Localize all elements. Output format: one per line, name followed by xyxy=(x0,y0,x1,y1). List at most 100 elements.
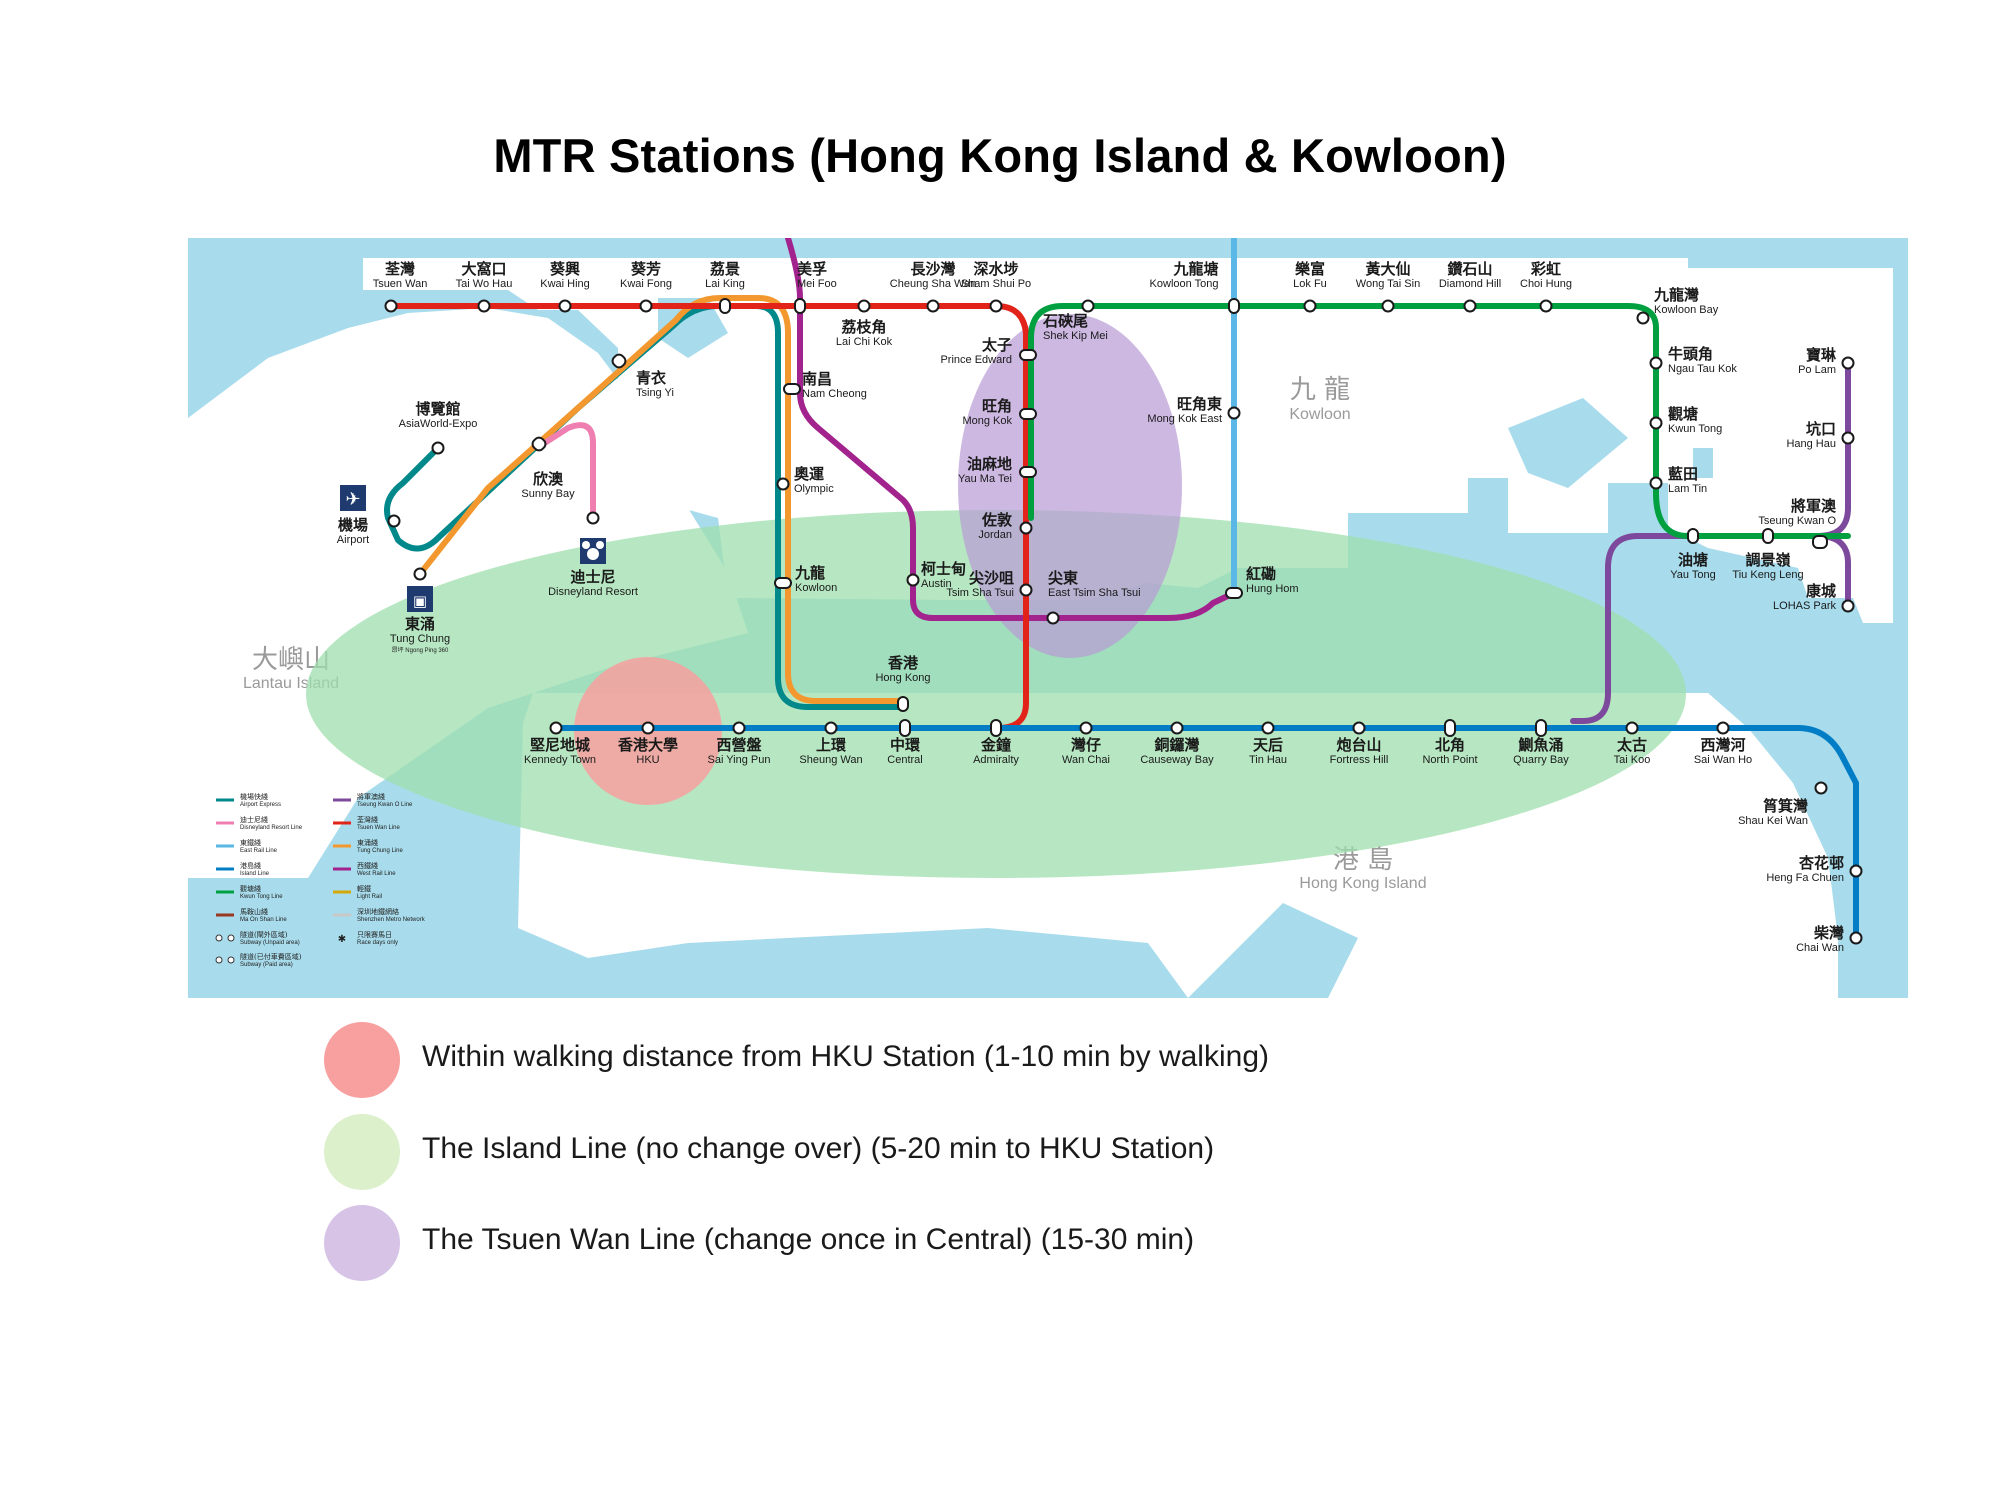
label-choi-hung-en: Choi Hung xyxy=(1520,278,1572,290)
label-lam-tin-en: Lam Tin xyxy=(1668,483,1707,495)
label-central-cn: 中環 xyxy=(890,736,921,754)
station-ngau-tau-kok[interactable] xyxy=(1649,356,1663,370)
station-cheung-sha-wan[interactable] xyxy=(926,299,940,313)
station-kowloon[interactable] xyxy=(774,577,792,589)
label-tsim-sha-tsui-en: Tsim Sha Tsui xyxy=(946,587,1014,599)
label-mei-foo-en: Mei Foo xyxy=(797,278,837,290)
station-tiu-keng-leng[interactable] xyxy=(1762,528,1774,544)
station-hong-kong[interactable] xyxy=(897,696,909,712)
station-admiralty[interactable] xyxy=(990,719,1002,737)
legend-text-hku-walking: Within walking distance from HKU Station… xyxy=(422,1040,1269,1073)
station-tsing-yi[interactable] xyxy=(611,353,628,370)
label-tin-hau-cn: 天后 xyxy=(1253,736,1283,754)
label-wong-tai-sin-cn: 黃大仙 xyxy=(1365,260,1410,278)
station-asiaworld-expo[interactable] xyxy=(431,441,445,455)
label-airport-en: Airport xyxy=(337,534,369,546)
label-sham-shui-po-en: Sham Shui Po xyxy=(961,278,1031,290)
station-tung-chung[interactable] xyxy=(413,567,427,581)
station-kowloon-tong[interactable] xyxy=(1228,298,1240,314)
station-kowloon-bay[interactable] xyxy=(1636,311,1650,325)
station-mong-kok[interactable] xyxy=(1019,408,1037,420)
label-shau-kei-wan-cn: 筲箕灣 xyxy=(1763,797,1808,815)
station-disneyland-resort[interactable] xyxy=(586,511,600,525)
station-east-tsim-sha-tsui[interactable] xyxy=(1046,611,1060,625)
label-north-point-cn: 北角 xyxy=(1435,736,1465,754)
station-north-point[interactable] xyxy=(1444,719,1456,737)
station-tsim-sha-tsui[interactable] xyxy=(1019,583,1033,597)
key-island-cn: 港島綫 xyxy=(240,861,261,870)
station-kwai-hing[interactable] xyxy=(558,299,572,313)
label-sham-shui-po-cn: 深水埗 xyxy=(973,260,1018,278)
station-tai-koo[interactable] xyxy=(1625,721,1639,735)
station-sai-wan-ho[interactable] xyxy=(1716,721,1730,735)
station-quarry-bay[interactable] xyxy=(1535,719,1547,737)
station-sham-shui-po[interactable] xyxy=(989,299,1003,313)
station-airport[interactable] xyxy=(387,514,401,528)
station-yau-tong[interactable] xyxy=(1687,528,1699,544)
station-chai-wan[interactable] xyxy=(1849,931,1863,945)
station-olympic[interactable] xyxy=(776,477,790,491)
legend-swatch-purple xyxy=(324,1205,400,1281)
station-lohas-park[interactable] xyxy=(1841,599,1855,613)
label-tsuen-wan-cn: 荃灣 xyxy=(385,260,415,278)
station-sunny-bay[interactable] xyxy=(531,436,548,453)
station-mei-foo[interactable] xyxy=(794,298,806,314)
station-causeway-bay[interactable] xyxy=(1170,721,1184,735)
station-nam-cheong[interactable] xyxy=(783,383,801,395)
label-kwun-tong-cn: 觀塘 xyxy=(1668,405,1698,423)
station-lai-king[interactable] xyxy=(719,298,731,314)
station-sheung-wan[interactable] xyxy=(824,721,838,735)
station-sai-ying-pun[interactable] xyxy=(732,721,746,735)
station-tseung-kwan-o[interactable] xyxy=(1812,535,1828,549)
label-hang-hau-en: Hang Hau xyxy=(1786,438,1836,450)
station-tai-wo-hau[interactable] xyxy=(477,299,491,313)
station-choi-hung[interactable] xyxy=(1539,299,1553,313)
station-kennedy-town[interactable] xyxy=(549,721,563,735)
station-central[interactable] xyxy=(899,719,911,737)
key-airport-express-cn: 機場快綫 xyxy=(240,792,268,801)
station-hang-hau[interactable] xyxy=(1841,431,1855,445)
label-wong-tai-sin-en: Wong Tai Sin xyxy=(1356,278,1420,290)
station-mong-kok-east[interactable] xyxy=(1227,406,1241,420)
station-shau-kei-wan[interactable] xyxy=(1814,781,1828,795)
label-kowloon-bay-en: Kowloon Bay xyxy=(1654,304,1719,316)
station-lam-tin[interactable] xyxy=(1649,476,1663,490)
disney-icon xyxy=(580,538,606,564)
station-austin[interactable] xyxy=(906,573,920,587)
legend-item-hku-walking: Within walking distance from HKU Station… xyxy=(324,1022,1524,1098)
station-yau-ma-tei[interactable] xyxy=(1019,466,1037,478)
station-prince-edward[interactable] xyxy=(1019,349,1037,361)
legend-text-tsuen-wan-line: The Tsuen Wan Line (change once in Centr… xyxy=(422,1223,1195,1256)
station-diamond-hill[interactable] xyxy=(1463,299,1477,313)
tsuen-wan-line-zone xyxy=(958,314,1182,658)
station-kwun-tong[interactable] xyxy=(1649,416,1663,430)
station-hku[interactable] xyxy=(641,721,655,735)
key-west-rail-en: West Rail Line xyxy=(357,871,396,877)
station-lok-fu[interactable] xyxy=(1303,299,1317,313)
station-kwai-fong[interactable] xyxy=(639,299,653,313)
airport-icon: ✈ xyxy=(340,485,366,511)
label-kwun-tong-en: Kwun Tong xyxy=(1668,423,1722,435)
station-lai-chi-kok[interactable] xyxy=(857,299,871,313)
label-asiaworld-expo-en: AsiaWorld-Expo xyxy=(399,418,478,430)
station-po-lam[interactable] xyxy=(1841,356,1855,370)
label-shek-kip-mei-en: Shek Kip Mei xyxy=(1043,330,1108,342)
legend-item-tsuen-wan-line: The Tsuen Wan Line (change once in Centr… xyxy=(324,1205,1524,1281)
station-jordan[interactable] xyxy=(1019,521,1033,535)
station-hung-hom[interactable] xyxy=(1225,587,1243,599)
station-heng-fa-chuen[interactable] xyxy=(1849,864,1863,878)
label-kowloon-en: Kowloon xyxy=(795,582,837,594)
stations xyxy=(384,298,1863,945)
area-kowloon-en: Kowloon xyxy=(1289,406,1350,423)
key-subway-paid-en: Subway (Paid area) xyxy=(240,962,293,968)
label-kowloon-bay-cn: 九龍灣 xyxy=(1653,286,1699,304)
station-fortress-hill[interactable] xyxy=(1352,721,1366,735)
station-wan-chai[interactable] xyxy=(1079,721,1093,735)
legend-swatch-pink xyxy=(324,1022,400,1098)
station-tin-hau[interactable] xyxy=(1261,721,1275,735)
station-shek-kip-mei[interactable] xyxy=(1081,299,1095,313)
station-tsuen-wan[interactable] xyxy=(384,299,398,313)
station-wong-tai-sin[interactable] xyxy=(1381,299,1395,313)
label-sunny-bay-en: Sunny Bay xyxy=(521,488,575,500)
mtr-map[interactable]: 九 龍 Kowloon 大嶼山 Lantau Island 港 島 Hong K… xyxy=(188,238,1908,998)
